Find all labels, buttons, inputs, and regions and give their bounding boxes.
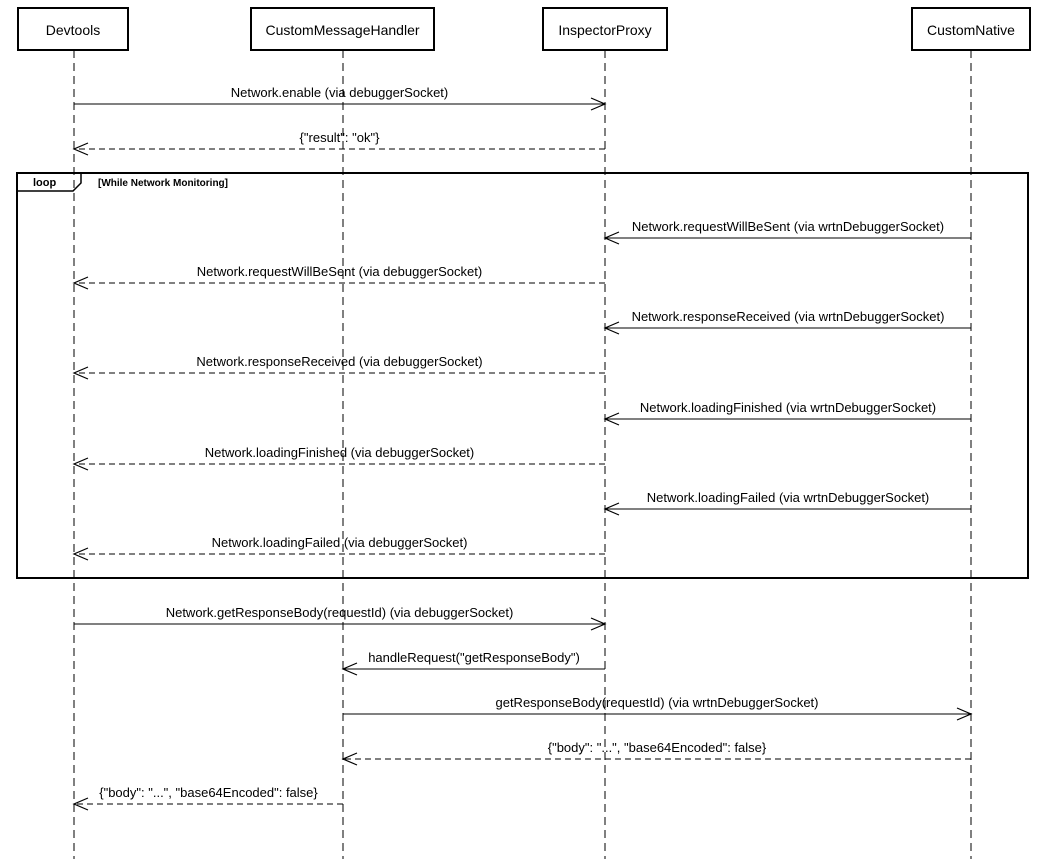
message-arrowhead	[603, 412, 620, 426]
actor-box-custom-message-handler	[250, 7, 435, 51]
message-8: Network.loadingFailed (via wrtnDebuggerS…	[603, 490, 971, 516]
message-9: Network.loadingFailed (via debuggerSocke…	[72, 535, 605, 561]
message-label: Network.responseReceived (via debuggerSo…	[196, 354, 482, 369]
message-arrowhead	[341, 662, 358, 676]
message-arrowhead	[72, 797, 89, 811]
message-11: handleRequest("getResponseBody")	[341, 650, 605, 676]
message-arrowhead	[590, 97, 607, 111]
actor-box-custom-native	[911, 7, 1031, 51]
loop-frame-border	[16, 172, 1029, 579]
message-label: getResponseBody(requestId) (via wrtnDebu…	[495, 695, 818, 710]
actor-box-inspector-proxy	[542, 7, 668, 51]
actor-box-devtools	[17, 7, 129, 51]
message-label: Network.loadingFailed (via debuggerSocke…	[212, 535, 468, 550]
message-2: Network.requestWillBeSent (via wrtnDebug…	[603, 219, 971, 245]
message-4: Network.responseReceived (via wrtnDebugg…	[603, 309, 971, 335]
message-arrowhead	[72, 547, 89, 561]
actor-label-inspector-proxy: InspectorProxy	[558, 22, 651, 38]
message-arrowhead	[603, 321, 620, 335]
actor-label-devtools: Devtools	[46, 22, 100, 38]
message-0: Network.enable (via debuggerSocket)	[74, 85, 607, 111]
message-arrowhead	[956, 707, 973, 721]
message-7: Network.loadingFinished (via debuggerSoc…	[72, 445, 605, 471]
message-arrowhead	[72, 457, 89, 471]
message-label: Network.responseReceived (via wrtnDebugg…	[632, 309, 945, 324]
loop-tag: loop	[33, 177, 56, 189]
loop-tag-box	[17, 173, 82, 192]
message-label: handleRequest("getResponseBody")	[368, 650, 580, 665]
message-arrowhead	[72, 276, 89, 290]
messages: Network.enable (via debuggerSocket) {"res…	[72, 85, 973, 811]
message-arrowhead	[590, 617, 607, 631]
message-label: {"body": "...", "base64Encoded": false}	[548, 740, 767, 755]
actor-label-custom-message-handler: CustomMessageHandler	[265, 22, 419, 38]
loop-guard: [While Network Monitoring]	[98, 178, 228, 189]
actor-label-custom-native: CustomNative	[927, 22, 1015, 38]
message-13: {"body": "...", "base64Encoded": false}	[341, 740, 971, 766]
message-6: Network.loadingFinished (via wrtnDebugge…	[603, 400, 971, 426]
message-3: Network.requestWillBeSent (via debuggerS…	[72, 264, 605, 290]
message-1: {"result": "ok"}	[72, 130, 605, 156]
message-arrowhead	[603, 502, 620, 516]
message-arrowhead	[72, 142, 89, 156]
message-10: Network.getResponseBody(requestId) (via …	[74, 605, 607, 631]
message-5: Network.responseReceived (via debuggerSo…	[72, 354, 605, 380]
message-12: getResponseBody(requestId) (via wrtnDebu…	[343, 695, 973, 721]
message-label: Network.loadingFinished (via wrtnDebugge…	[640, 400, 936, 415]
message-arrowhead	[603, 231, 620, 245]
message-label: Network.enable (via debuggerSocket)	[231, 85, 449, 100]
message-label: Network.loadingFailed (via wrtnDebuggerS…	[647, 490, 930, 505]
message-label: Network.loadingFinished (via debuggerSoc…	[205, 445, 475, 460]
lifelines	[73, 50, 972, 859]
message-arrowhead	[341, 752, 358, 766]
message-14: {"body": "...", "base64Encoded": false}	[72, 785, 343, 811]
loop-frame: loop [While Network Monitoring]	[16, 172, 1029, 579]
message-label: Network.getResponseBody(requestId) (via …	[166, 605, 514, 620]
message-label: {"body": "...", "base64Encoded": false}	[99, 785, 318, 800]
message-label: Network.requestWillBeSent (via debuggerS…	[197, 264, 482, 279]
message-label: Network.requestWillBeSent (via wrtnDebug…	[632, 219, 944, 234]
actors: Devtools CustomMessageHandler InspectorPro…	[17, 7, 1031, 51]
message-arrowhead	[72, 366, 89, 380]
message-label: {"result": "ok"}	[300, 130, 381, 145]
